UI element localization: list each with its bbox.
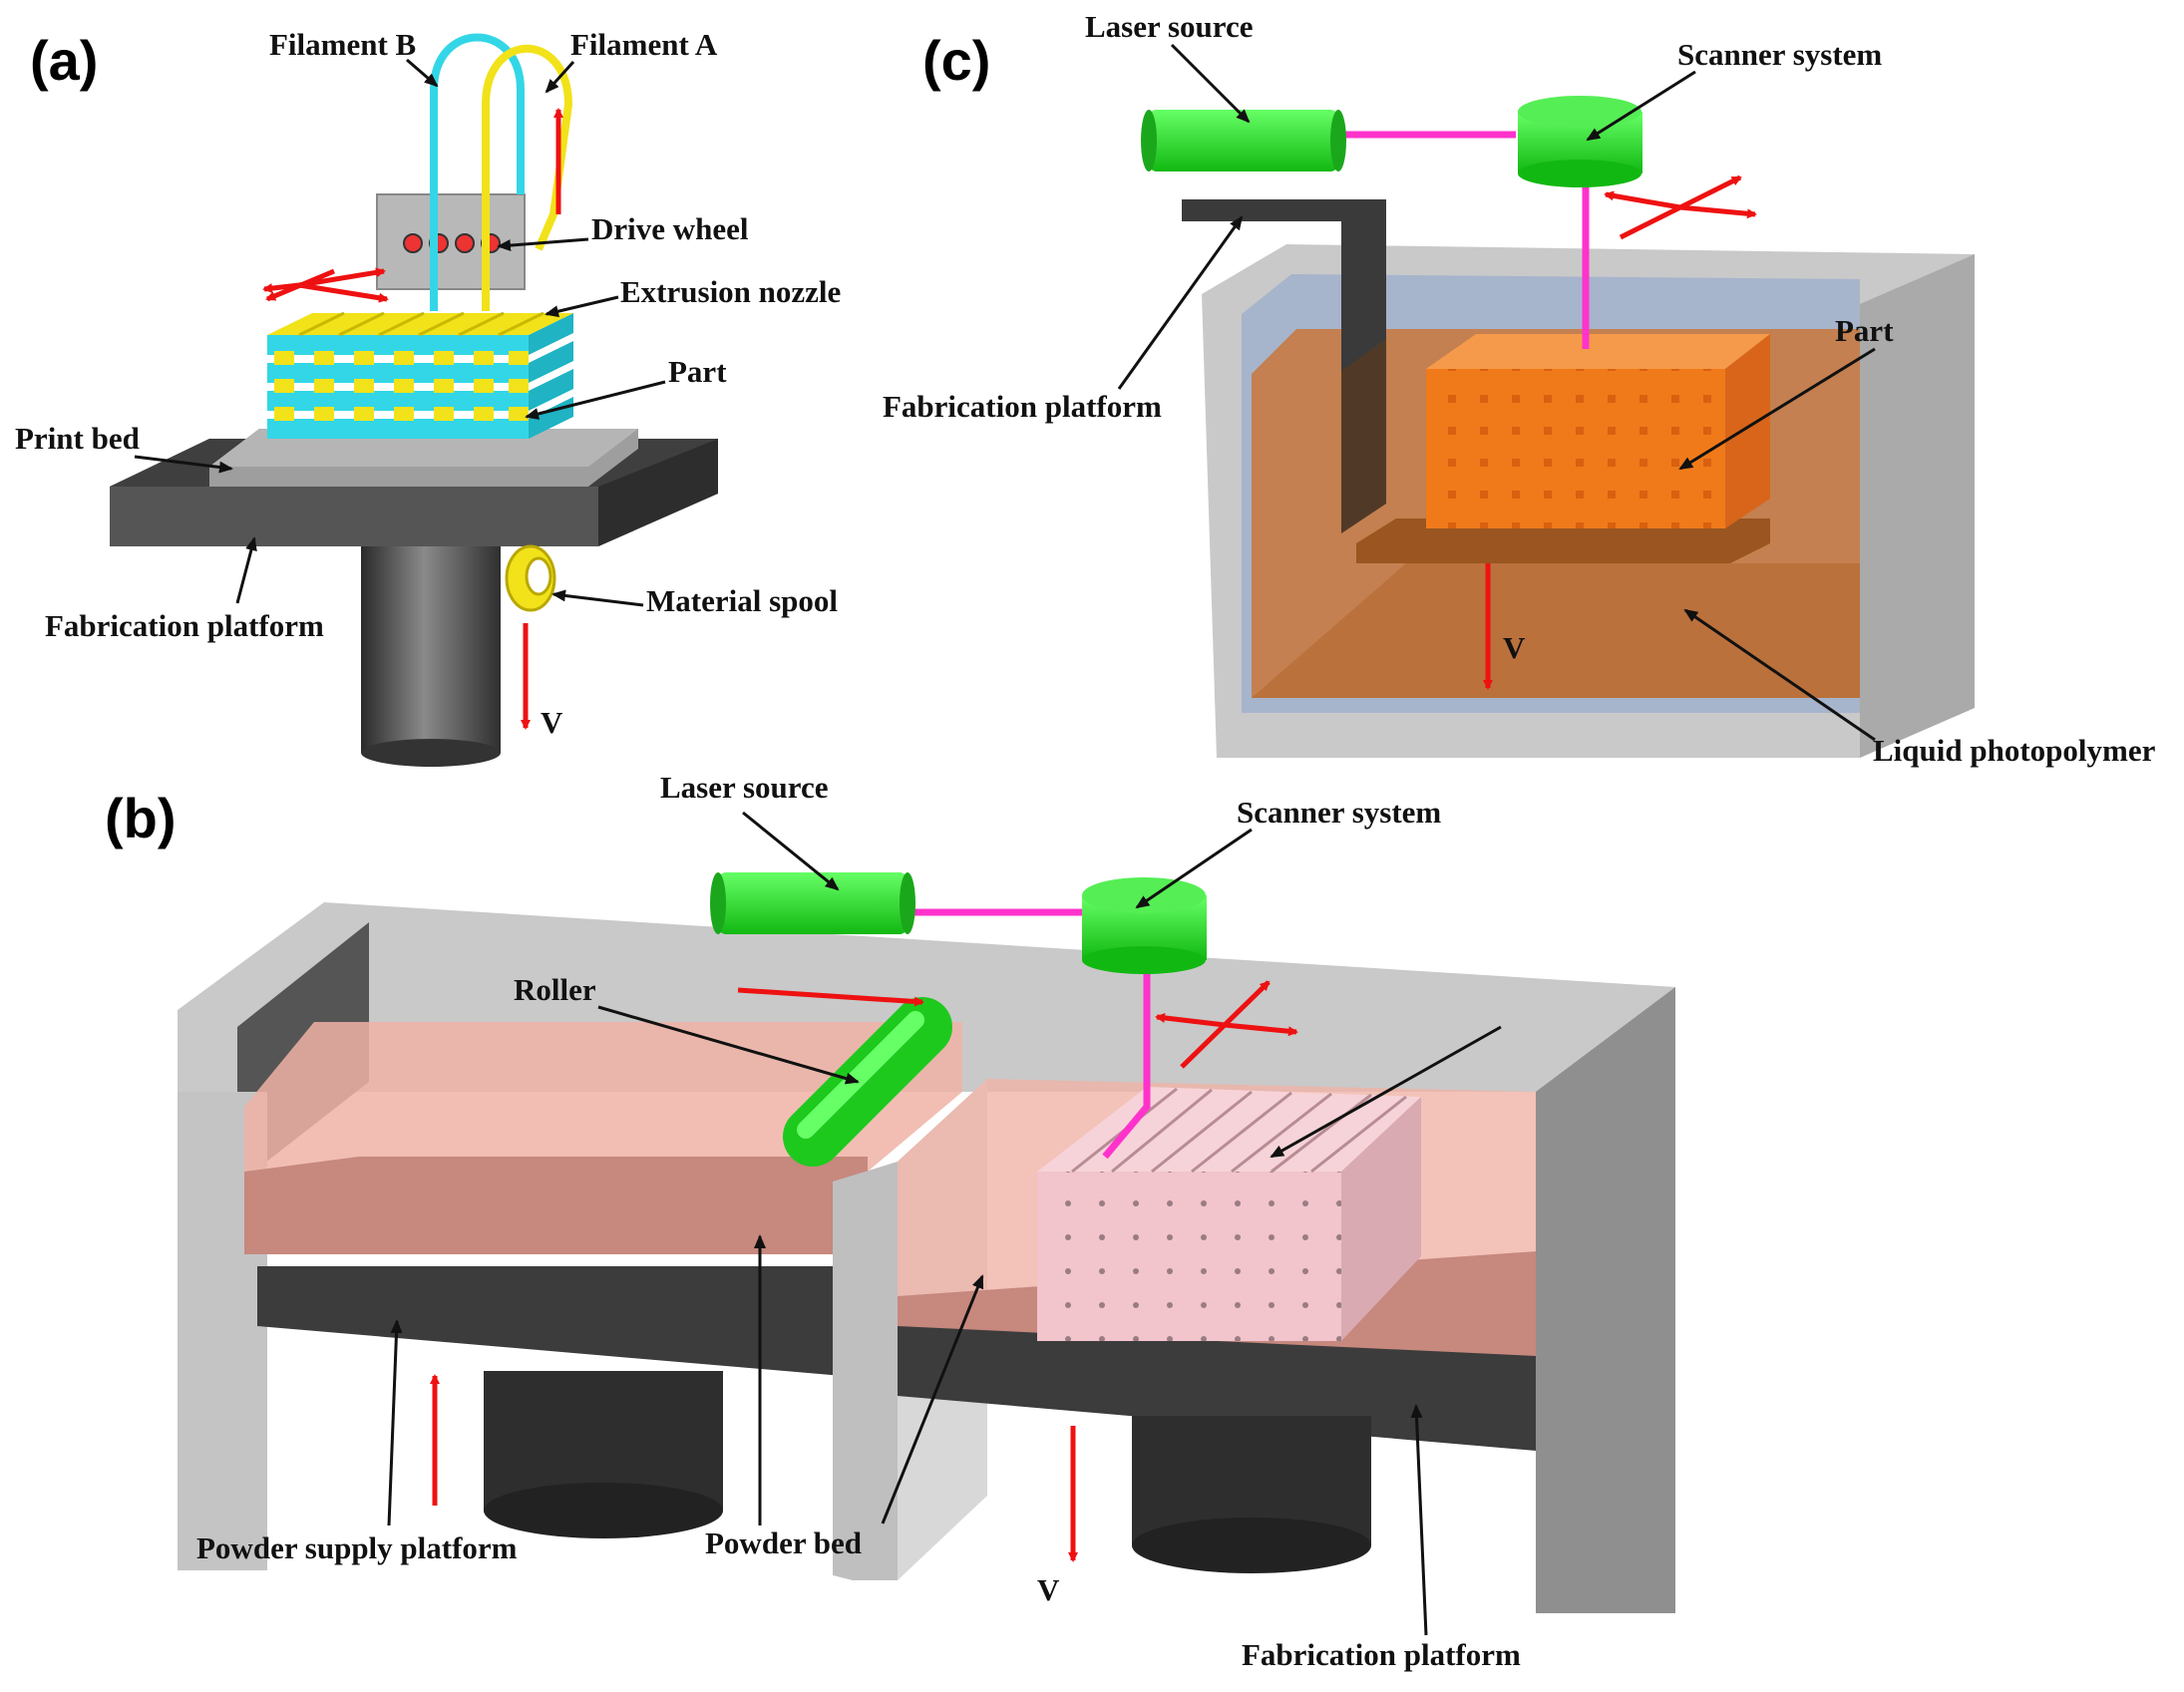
sls-laser-source: [710, 872, 915, 934]
label-part-c: Part: [1835, 313, 1894, 348]
filament-a: [482, 44, 573, 311]
fdm-platform-column: [361, 538, 501, 767]
material-spool: [505, 544, 556, 612]
sla-fabrication-platform: [1356, 518, 1770, 563]
label-velocity-a: V: [541, 705, 563, 740]
label-velocity-b: V: [1037, 1572, 1060, 1607]
panel-b-sls: (b): [105, 770, 1675, 1672]
fdm-drive-head: [376, 193, 526, 290]
label-extrusion-nozzle: Extrusion nozzle: [620, 274, 841, 309]
fdm-part: [267, 311, 573, 439]
sls-laser-beam: [1102, 969, 1151, 1160]
label-scanner-system-b: Scanner system: [1237, 795, 1441, 830]
sls-roller: [783, 997, 952, 1167]
powder-supply-cylinder: [484, 1371, 723, 1538]
sla-part: [1426, 334, 1770, 528]
sla-xy-arrows: [1604, 174, 1757, 240]
sla-platform-arm: [1182, 199, 1386, 533]
label-powder-bed: Powder bed: [705, 1525, 862, 1560]
label-material-spool: Material spool: [646, 583, 838, 618]
sls-fabrication-cylinder: [1132, 1416, 1371, 1573]
label-scanner-system-c: Scanner system: [1677, 37, 1882, 72]
label-part-a: Part: [668, 354, 727, 389]
xy-motion-arrows: [262, 267, 389, 303]
label-filament-a: Filament A: [570, 27, 718, 62]
label-laser-source-c: Laser source: [1085, 9, 1253, 44]
panel-b-tag: (b): [105, 787, 177, 849]
label-laser-source-b: Laser source: [660, 770, 828, 805]
label-fabrication-platform-c: Fabrication platform: [883, 389, 1162, 424]
panel-a-tag: (a): [30, 29, 98, 92]
label-fabrication-platform-a: Fabrication platform: [45, 608, 324, 643]
label-print-bed: Print bed: [15, 421, 140, 456]
sls-part-leader: [1270, 1025, 1502, 1159]
sla-laser-source: [1141, 110, 1346, 171]
sls-fabrication-platform: [898, 1326, 1536, 1451]
label-fabrication-platform-b: Fabrication platform: [1242, 1637, 1521, 1672]
roller-direction-arrow: [737, 987, 924, 1007]
panel-a-fdm: (a): [15, 27, 841, 767]
label-drive-wheel: Drive wheel: [591, 211, 749, 246]
label-filament-b: Filament B: [269, 27, 416, 62]
panel-c-sla: (c): [883, 9, 2156, 768]
label-liquid-photopolymer: Liquid photopolymer: [1873, 733, 2156, 768]
panel-c-tag: (c): [922, 29, 990, 92]
powder-supply-platform: [257, 1266, 843, 1376]
label-powder-supply-platform: Powder supply platform: [196, 1530, 518, 1565]
sls-xy-arrows: [1155, 980, 1298, 1069]
sls-scanner-system: [1082, 877, 1207, 974]
label-velocity-c: V: [1503, 630, 1526, 665]
sla-scanner-system: [1518, 96, 1642, 187]
label-roller: Roller: [514, 972, 596, 1007]
